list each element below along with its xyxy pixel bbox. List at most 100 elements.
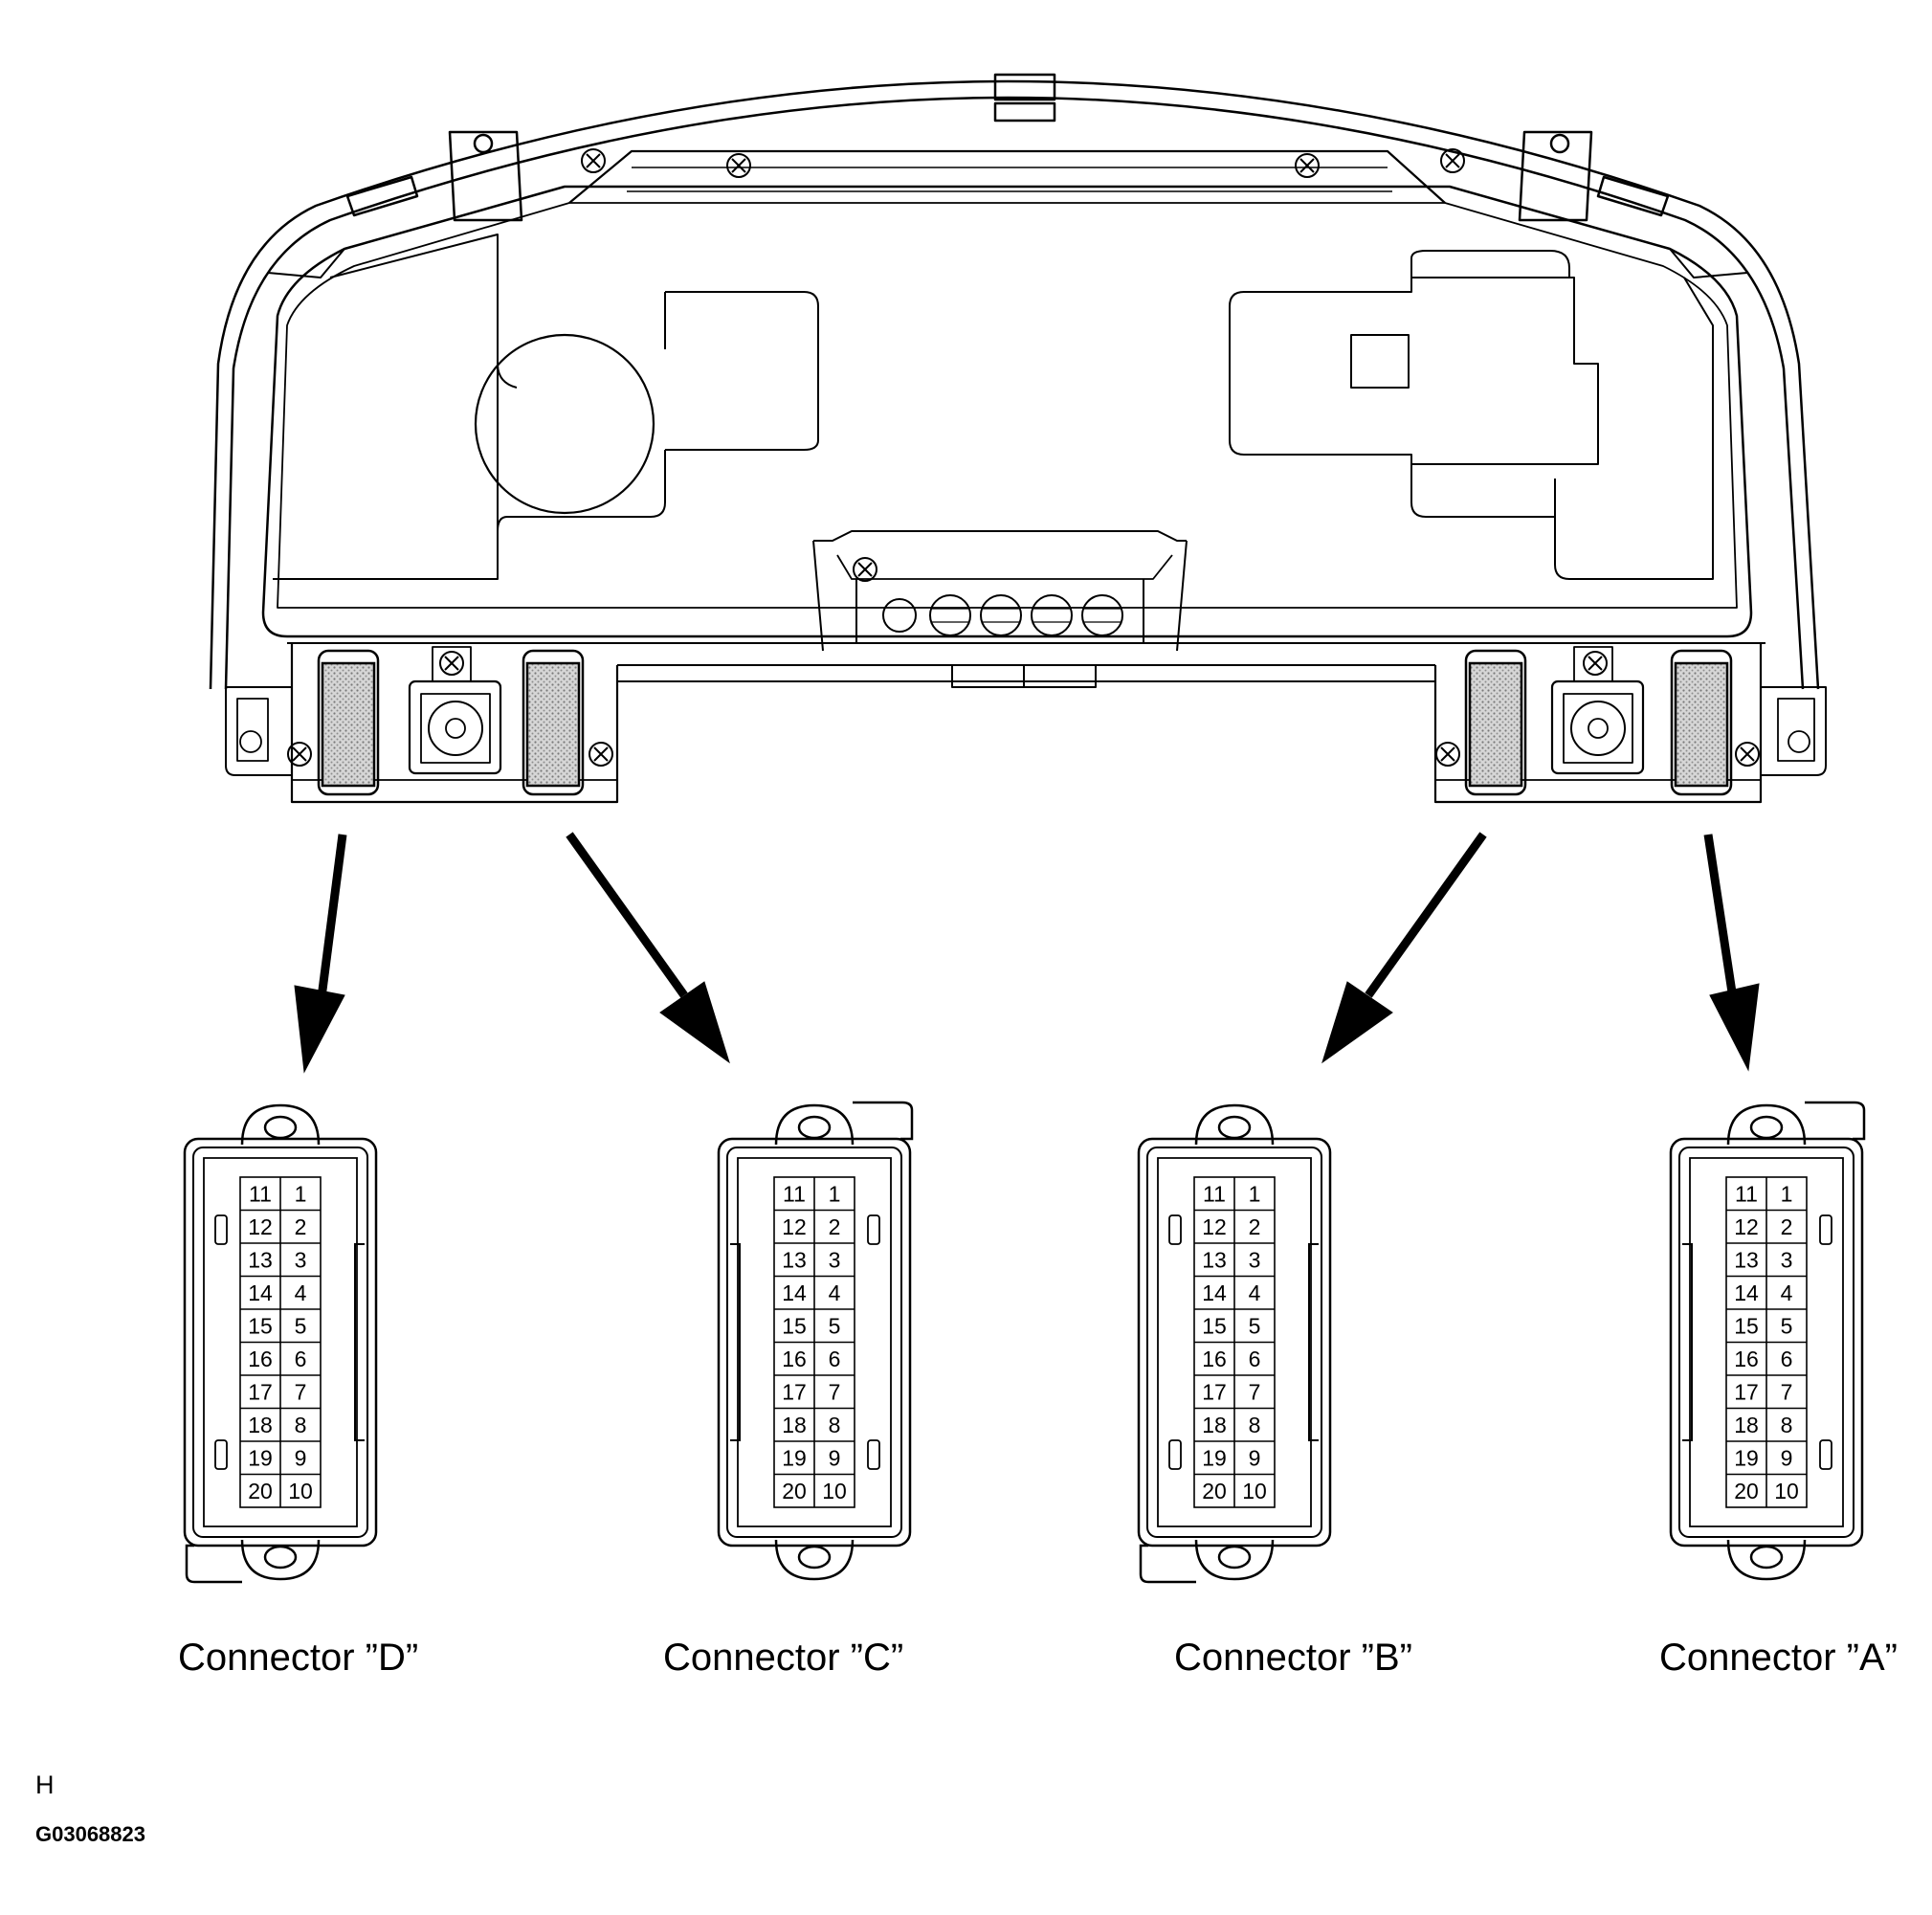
pin-number: 8 [1249, 1413, 1261, 1437]
pin-number: 5 [829, 1313, 841, 1338]
pin-number: 13 [248, 1247, 273, 1272]
pin-number: 9 [1781, 1445, 1793, 1470]
connector-d-label: Connector ”D” [178, 1637, 419, 1679]
pin-number: 6 [295, 1347, 307, 1371]
arrow-to-connector-b [1321, 832, 1487, 1064]
pin-number: 17 [1202, 1379, 1227, 1404]
pin-number: 7 [1249, 1379, 1261, 1404]
socket-c [522, 649, 585, 796]
connector-c-label: Connector ”C” [663, 1637, 904, 1679]
pin-number: 12 [782, 1214, 807, 1239]
pin-number: 16 [248, 1347, 273, 1371]
arrow-to-connector-d [294, 834, 347, 1074]
pin-number: 8 [829, 1413, 841, 1437]
figure-code: G03068823 [35, 1822, 145, 1846]
pin-number: 1 [829, 1181, 841, 1206]
pin-number: 10 [1774, 1479, 1799, 1503]
pin-number: 18 [1734, 1413, 1759, 1437]
socket-d [317, 649, 380, 796]
pin-number: 6 [1781, 1347, 1793, 1371]
pin-number: 1 [1781, 1181, 1793, 1206]
pin-number: 5 [295, 1313, 307, 1338]
pin-number: 15 [782, 1313, 807, 1338]
pin-number: 9 [295, 1445, 307, 1470]
pin-number: 19 [248, 1445, 273, 1470]
pin-number: 18 [1202, 1413, 1227, 1437]
pin-number: 15 [1202, 1313, 1227, 1338]
pin-number: 14 [1202, 1280, 1227, 1305]
pin-number: 10 [288, 1479, 313, 1503]
pin-number: 15 [248, 1313, 273, 1338]
pin-number: 18 [248, 1413, 273, 1437]
pin-number: 4 [1781, 1280, 1793, 1305]
pin-number: 16 [1734, 1347, 1759, 1371]
pin-number: 1 [295, 1181, 307, 1206]
pin-number: 8 [295, 1413, 307, 1437]
pin-number: 5 [1781, 1313, 1793, 1338]
corner-mark: H [35, 1770, 55, 1799]
pin-number: 8 [1781, 1413, 1793, 1437]
connector-b-label: Connector ”B” [1174, 1637, 1412, 1679]
pin-number: 11 [1735, 1181, 1758, 1206]
pin-number: 11 [1203, 1181, 1226, 1206]
pin-number: 9 [829, 1445, 841, 1470]
pin-number: 17 [248, 1379, 273, 1404]
pin-number: 4 [1249, 1280, 1261, 1305]
connector-a-label: Connector ”A” [1659, 1637, 1898, 1679]
pin-number: 20 [1202, 1479, 1227, 1503]
pin-number: 10 [1242, 1479, 1267, 1503]
pin-number: 12 [1202, 1214, 1227, 1239]
pin-number: 2 [295, 1214, 307, 1239]
pin-number: 1 [1249, 1181, 1261, 1206]
pin-number: 20 [248, 1479, 273, 1503]
pin-number: 6 [1249, 1347, 1261, 1371]
pin-number: 11 [783, 1181, 806, 1206]
pin-number: 19 [782, 1445, 807, 1470]
pin-number: 13 [782, 1247, 807, 1272]
pin-number: 2 [829, 1214, 841, 1239]
pin-number: 3 [1249, 1247, 1261, 1272]
pin-number: 17 [1734, 1379, 1759, 1404]
pin-number: 7 [1781, 1379, 1793, 1404]
pin-number: 2 [1249, 1214, 1261, 1239]
pin-number: 20 [1734, 1479, 1759, 1503]
pin-number: 4 [295, 1280, 307, 1305]
top-screws [581, 148, 1465, 178]
pin-number: 13 [1734, 1247, 1759, 1272]
pin-number: 19 [1202, 1445, 1227, 1470]
pin-number: 5 [1249, 1313, 1261, 1338]
pointer-arrows [294, 832, 1760, 1074]
socket-a [1670, 649, 1733, 796]
socket-b [1464, 649, 1527, 796]
pin-number: 14 [248, 1280, 273, 1305]
pin-number: 7 [295, 1379, 307, 1404]
pin-number: 16 [1202, 1347, 1227, 1371]
pin-number: 14 [1734, 1280, 1759, 1305]
pin-number: 12 [1734, 1214, 1759, 1239]
pin-number: 11 [249, 1181, 272, 1206]
pin-number: 6 [829, 1347, 841, 1371]
arrow-to-connector-a [1703, 834, 1760, 1072]
pin-number: 3 [829, 1247, 841, 1272]
pin-number: 20 [782, 1479, 807, 1503]
pin-number: 14 [782, 1280, 807, 1305]
pin-number: 18 [782, 1413, 807, 1437]
instrument-cluster [209, 73, 1827, 804]
pin-number: 15 [1734, 1313, 1759, 1338]
pin-number: 4 [829, 1280, 841, 1305]
pin-number: 13 [1202, 1247, 1227, 1272]
pin-number: 12 [248, 1214, 273, 1239]
cluster-sockets [317, 649, 1733, 796]
pin-number: 2 [1781, 1214, 1793, 1239]
pin-number: 9 [1249, 1445, 1261, 1470]
